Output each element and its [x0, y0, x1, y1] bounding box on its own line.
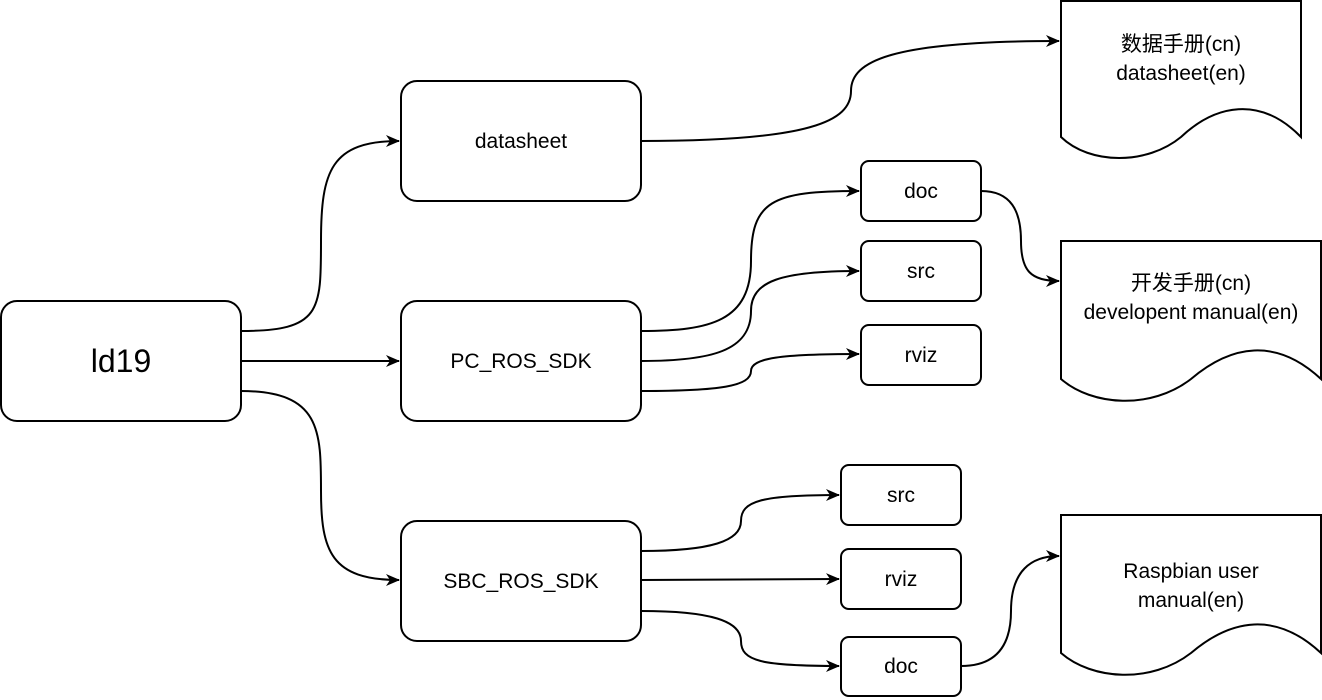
edge-sbc-doc [640, 610, 840, 672]
document-dev-manual[interactable] [1060, 240, 1322, 402]
document-raspbian-manual[interactable] [1060, 514, 1322, 676]
edge-ld19-datasheet [240, 135, 400, 332]
document-datasheet-label: 数据手册(cn) datasheet(en) [1061, 30, 1301, 88]
node-pc-rviz-label: rviz [904, 343, 938, 367]
edge-pc-src [640, 265, 860, 362]
document-raspbian-manual-line2: manual(en) [1137, 589, 1245, 612]
edge-sbc-doc-raspbian [960, 550, 1060, 667]
node-pc-src-label: src [907, 259, 935, 283]
node-sbc-ros-sdk-label: SBC_ROS_SDK [443, 569, 599, 593]
document-datasheet-line2: datasheet(en) [1116, 62, 1246, 85]
document-dev-manual-label: 开发手册(cn) developent manual(en) [1061, 269, 1321, 327]
node-sbc-src-label: src [887, 483, 915, 507]
edge-sbc-src [640, 489, 840, 552]
document-datasheet[interactable] [1060, 0, 1302, 159]
edge-datasheet-doc [640, 35, 1060, 142]
node-ld19-label: ld19 [90, 342, 152, 379]
edge-pc-doc [640, 185, 860, 332]
edge-pc-doc-dev-manual [980, 190, 1060, 287]
document-dev-manual-line2: developent manual(en) [1083, 301, 1299, 324]
edge-sbc-rviz [640, 573, 840, 586]
node-sbc-doc-label: doc [884, 655, 918, 678]
edge-ld19-sbc-ros-sdk [240, 390, 400, 586]
document-raspbian-manual-label: Raspbian user manual(en) [1061, 557, 1321, 615]
node-sbc-src[interactable] [840, 464, 962, 526]
document-datasheet-line1: 数据手册(cn) [1120, 33, 1242, 56]
document-dev-manual-line1: 开发手册(cn) [1130, 272, 1252, 295]
node-sbc-rviz-label: rviz [884, 567, 918, 591]
node-pc-src[interactable] [860, 240, 982, 302]
node-pc-ros-sdk-label: PC_ROS_SDK [450, 349, 592, 373]
node-sbc-rviz[interactable] [840, 548, 962, 610]
document-raspbian-manual-line1: Raspbian user [1123, 560, 1259, 583]
node-sbc-ros-sdk[interactable] [400, 520, 642, 642]
node-pc-rviz[interactable] [860, 324, 982, 386]
node-datasheet-label: datasheet [474, 129, 568, 153]
edge-pc-rviz [640, 348, 860, 392]
node-pc-doc-label: doc [904, 179, 938, 203]
